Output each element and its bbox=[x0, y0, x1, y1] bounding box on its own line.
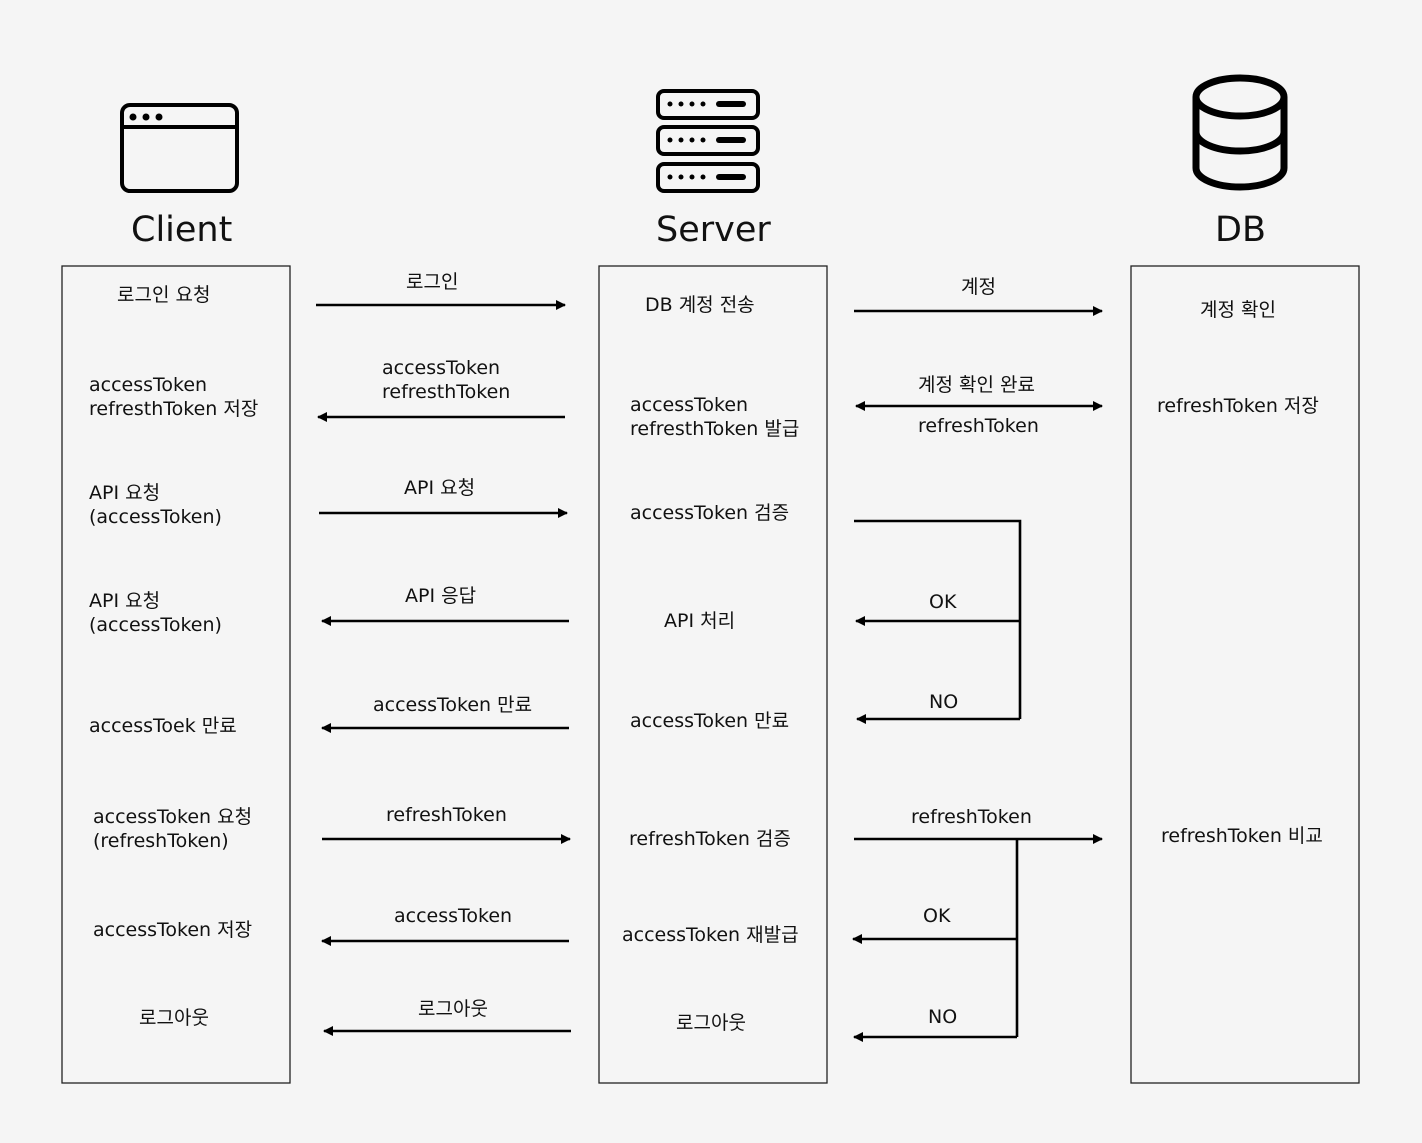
db-note-compare-refresh: refreshToken 비교 bbox=[1161, 825, 1323, 847]
server-lifeline bbox=[598, 265, 828, 1084]
server-note-send-account: DB 계정 전송 bbox=[645, 294, 755, 316]
client-note-api-request-2: API 요청 (accessToken) bbox=[89, 590, 222, 636]
msg-db-refresh: refreshToken bbox=[918, 415, 1039, 437]
server-note-process-api: API 처리 bbox=[664, 610, 736, 632]
database-icon bbox=[1192, 74, 1288, 191]
client-lifeline bbox=[61, 265, 291, 1084]
msg-no-1: NO bbox=[929, 691, 959, 713]
server-title: Server bbox=[656, 210, 771, 250]
branch-verify-access bbox=[854, 519, 1022, 719]
msg-ok-2: OK bbox=[923, 905, 951, 927]
msg-account: 계정 bbox=[961, 276, 996, 298]
client-note-store-access: accessToken 저장 bbox=[93, 919, 253, 941]
client-title: Client bbox=[131, 210, 233, 250]
msg-db-refresh-2: refreshToken bbox=[911, 806, 1032, 828]
db-note-check-account: 계정 확인 bbox=[1200, 299, 1276, 321]
msg-api-request: API 요청 bbox=[404, 477, 476, 499]
client-note-logout: 로그아웃 bbox=[139, 1007, 209, 1029]
server-note-verify-refresh: refreshToken 검증 bbox=[629, 828, 791, 850]
db-note-store-refresh: refreshToken 저장 bbox=[1157, 395, 1319, 417]
msg-no-2: NO bbox=[928, 1006, 958, 1028]
msg-api-response: API 응답 bbox=[405, 585, 477, 607]
server-note-reissue-access: accessToken 재발급 bbox=[622, 924, 799, 946]
client-note-api-request: API 요청 (accessToken) bbox=[89, 482, 222, 528]
msg-access-expired: accessToken 만료 bbox=[373, 694, 533, 716]
db-title: DB bbox=[1215, 210, 1266, 250]
msg-logout: 로그아웃 bbox=[418, 998, 488, 1020]
client-note-login: 로그인 요청 bbox=[117, 284, 211, 306]
client-note-token-request: accessToken 요청 (refreshToken) bbox=[93, 806, 253, 852]
server-note-access-expired: accessToken 만료 bbox=[630, 710, 790, 732]
msg-login: 로그인 bbox=[406, 271, 459, 293]
msg-ok-1: OK bbox=[929, 591, 957, 613]
msg-access-token: accessToken bbox=[394, 905, 513, 927]
server-note-logout: 로그아웃 bbox=[676, 1012, 746, 1034]
client-note-store-tokens: accessToken refresthToken 저장 bbox=[89, 374, 259, 420]
msg-account-ok: 계정 확인 완료 bbox=[918, 374, 1035, 396]
msg-refresh-token: refreshToken bbox=[386, 804, 507, 826]
db-lifeline bbox=[1130, 265, 1360, 1084]
server-note-verify-access: accessToken 검증 bbox=[630, 502, 790, 524]
msg-tokens: accessToken refresthToken bbox=[382, 357, 511, 403]
server-rack-icon bbox=[656, 89, 760, 193]
client-note-expired: accessToek 만료 bbox=[89, 715, 237, 737]
server-note-issue-tokens: accessToken refresthToken 발급 bbox=[630, 394, 800, 440]
browser-window-icon bbox=[120, 103, 239, 193]
